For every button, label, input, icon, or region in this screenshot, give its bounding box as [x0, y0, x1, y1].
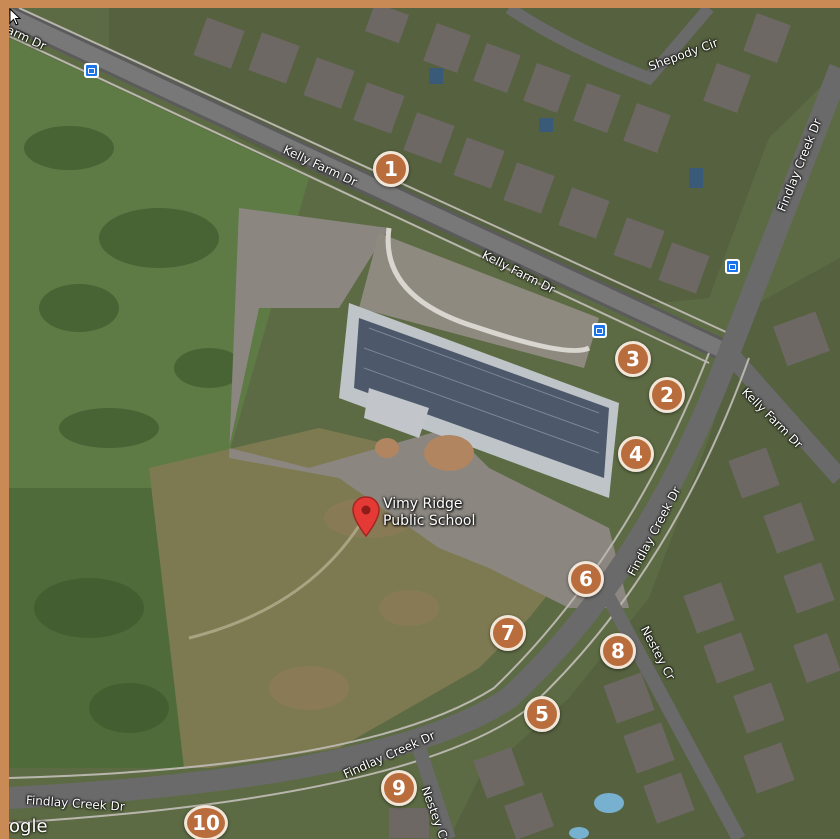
satellite-map[interactable]: Kelly Farm Dr Kelly Farm Dr Kelly Farm D… [9, 8, 840, 839]
bus-stop-icon[interactable] [725, 259, 740, 274]
poi-name-line-2: Public School [383, 513, 476, 529]
map-marker-2[interactable]: 2 [649, 377, 685, 413]
map-marker-9[interactable]: 9 [381, 770, 417, 806]
bus-stop-icon[interactable] [84, 63, 99, 78]
map-pin-icon[interactable] [351, 496, 381, 538]
poi-name-line-1: Vimy Ridge [383, 496, 463, 512]
poi-name[interactable]: Vimy Ridge Public School [383, 496, 475, 530]
map-marker-7[interactable]: 7 [490, 615, 526, 651]
map-marker-10[interactable]: 10 [184, 805, 228, 839]
mouse-cursor-icon [9, 8, 21, 26]
map-attribution: ogle [9, 816, 48, 837]
map-imagery [9, 8, 840, 839]
map-marker-1[interactable]: 1 [373, 151, 409, 187]
map-marker-3[interactable]: 3 [615, 341, 651, 377]
map-marker-5[interactable]: 5 [524, 696, 560, 732]
map-marker-4[interactable]: 4 [618, 436, 654, 472]
map-marker-8[interactable]: 8 [600, 633, 636, 669]
map-marker-6[interactable]: 6 [568, 561, 604, 597]
bus-stop-icon[interactable] [592, 323, 607, 338]
